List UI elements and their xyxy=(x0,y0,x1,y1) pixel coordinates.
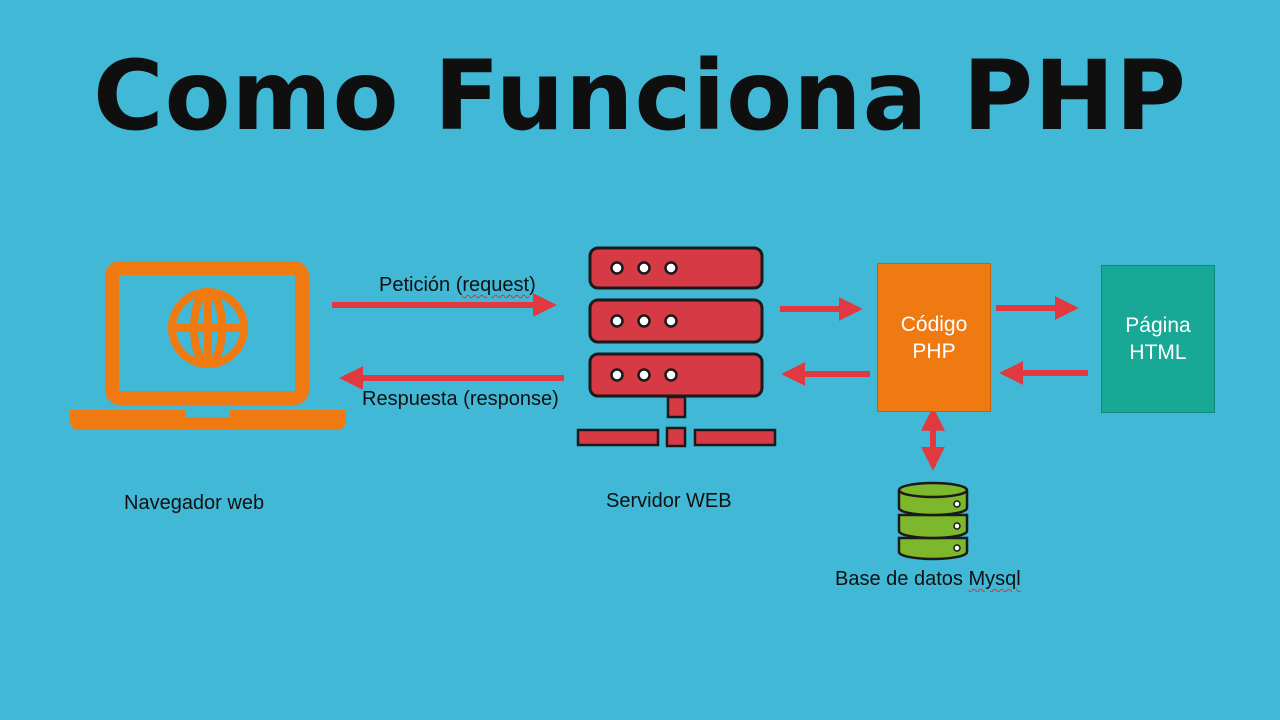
php-box-line-1: Código xyxy=(900,312,968,336)
php-box-line-2: PHP xyxy=(912,339,956,363)
server-rack-icon xyxy=(576,246,777,448)
page-title: Como Funciona PHP xyxy=(93,40,1187,152)
html-box-line-2: HTML xyxy=(1129,341,1187,364)
request-label: Petición (request) xyxy=(379,274,536,297)
database-icon xyxy=(897,481,969,561)
flow-arrows xyxy=(332,293,1088,471)
html-page-box: Página HTML xyxy=(1101,265,1215,413)
request-label-prefix: Petición ( xyxy=(379,274,463,296)
html-box-line-1: Página xyxy=(1125,314,1191,337)
database-label: Base de datos Mysql xyxy=(835,568,1021,591)
database-label-word: Mysql xyxy=(968,568,1021,590)
server-label: Servidor WEB xyxy=(606,490,732,512)
php-code-box: Código PHP xyxy=(877,263,991,412)
request-label-word: request xyxy=(462,274,530,296)
browser-label: Navegador web xyxy=(124,492,265,514)
globe-icon xyxy=(168,288,248,368)
request-label-suffix: ) xyxy=(529,274,536,296)
response-label: Respuesta (response) xyxy=(362,388,559,410)
laptop-globe-icon xyxy=(70,261,346,430)
database-label-prefix: Base de datos xyxy=(835,568,969,590)
